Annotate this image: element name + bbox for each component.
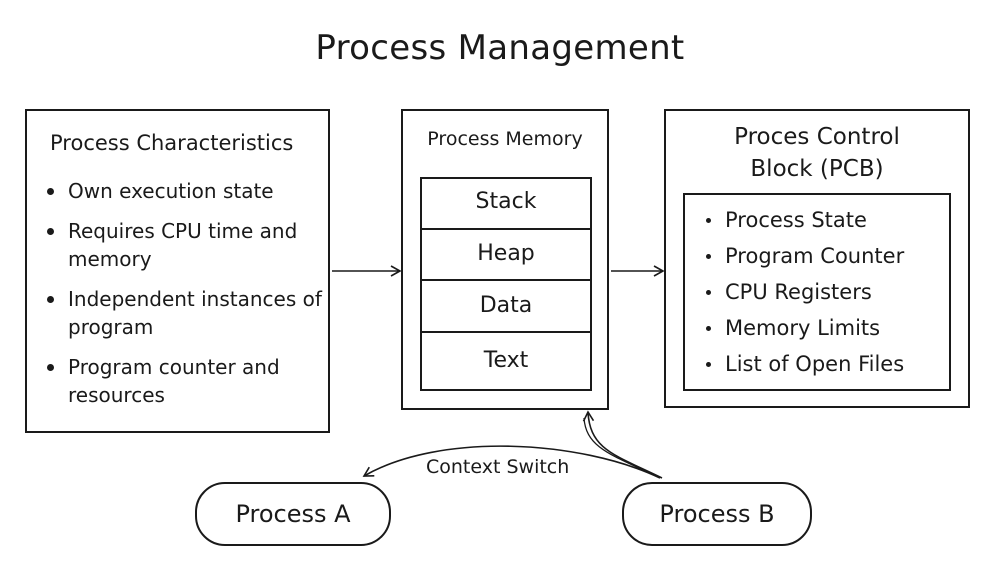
pcb-heading-line2: Block (PCB) — [750, 156, 884, 182]
memory-segment-stack: Stack — [475, 189, 537, 214]
pcb-fields-box: Process State Program Counter CPU Regist… — [683, 193, 951, 391]
pcb-heading: Proces Control Block (PCB) — [666, 121, 968, 185]
pcb-field: Program Counter — [703, 241, 943, 271]
pcb-field: List of Open Files — [703, 349, 943, 379]
pcb-box: Proces Control Block (PCB) Process State… — [664, 109, 970, 408]
memory-segment-data: Data — [422, 279, 590, 331]
process-characteristics-box: Process Characteristics Own execution st… — [25, 109, 330, 433]
arrow-process-b-to-memory — [582, 410, 663, 479]
memory-segment-text: Text — [422, 331, 590, 389]
context-switch-label: Context Switch — [426, 456, 570, 478]
characteristic-item: Independent instances of program — [44, 285, 324, 341]
pcb-field: CPU Registers — [703, 277, 943, 307]
process-a-node: Process A — [195, 482, 391, 546]
pcb-field: Memory Limits — [703, 313, 943, 343]
process-b-node: Process B — [622, 482, 812, 546]
pcb-heading-line1: Proces Control — [734, 124, 900, 150]
arrow-context-switch-to-process-a — [362, 445, 661, 479]
pcb-field: Process State — [703, 205, 943, 235]
process-characteristics-heading: Process Characteristics — [50, 131, 294, 155]
arrow-process-b-to-memory-stroke — [583, 417, 657, 477]
process-characteristics-list: Own execution state Requires CPU time an… — [44, 177, 324, 421]
characteristic-item: Requires CPU time and memory — [44, 217, 324, 273]
process-memory-heading: Process Memory — [427, 128, 583, 150]
pcb-fields-list: Process State Program Counter CPU Regist… — [703, 205, 943, 385]
memory-layout: Stack Heap Data Text — [420, 177, 592, 391]
characteristic-item: Own execution state — [44, 177, 324, 205]
process-memory-box: Process Memory Stack Heap Data Text — [401, 109, 609, 410]
characteristic-item: Program counter and resources — [44, 353, 324, 409]
diagram-title: Process Management — [315, 28, 685, 68]
memory-segment-heap: Heap — [422, 228, 590, 279]
